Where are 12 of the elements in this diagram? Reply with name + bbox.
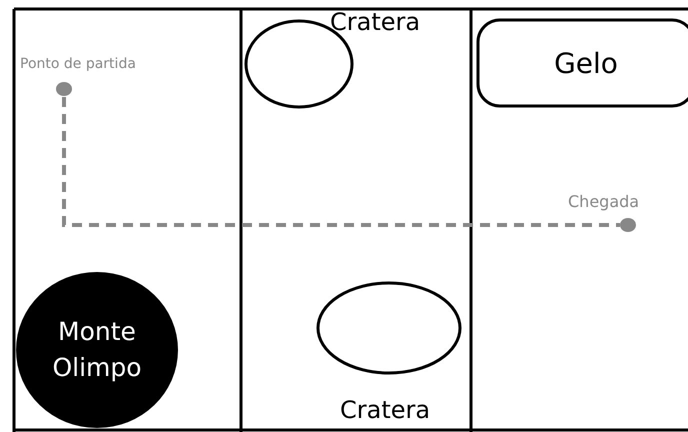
crater-label: Cratera <box>340 396 430 424</box>
finish-label: Chegada <box>568 192 640 211</box>
start-dot <box>56 81 72 97</box>
start-label: Ponto de partida <box>20 56 136 72</box>
mountain-label: Monte Olimpo <box>51 316 143 384</box>
crater-ellipse <box>316 281 462 375</box>
ice-label: Gelo <box>554 46 618 80</box>
dashed-route-line <box>62 97 620 227</box>
ice-box <box>476 18 688 108</box>
crater-label: Cratera <box>330 8 420 36</box>
finish-dot <box>620 217 636 233</box>
mountain-circle <box>16 272 178 428</box>
